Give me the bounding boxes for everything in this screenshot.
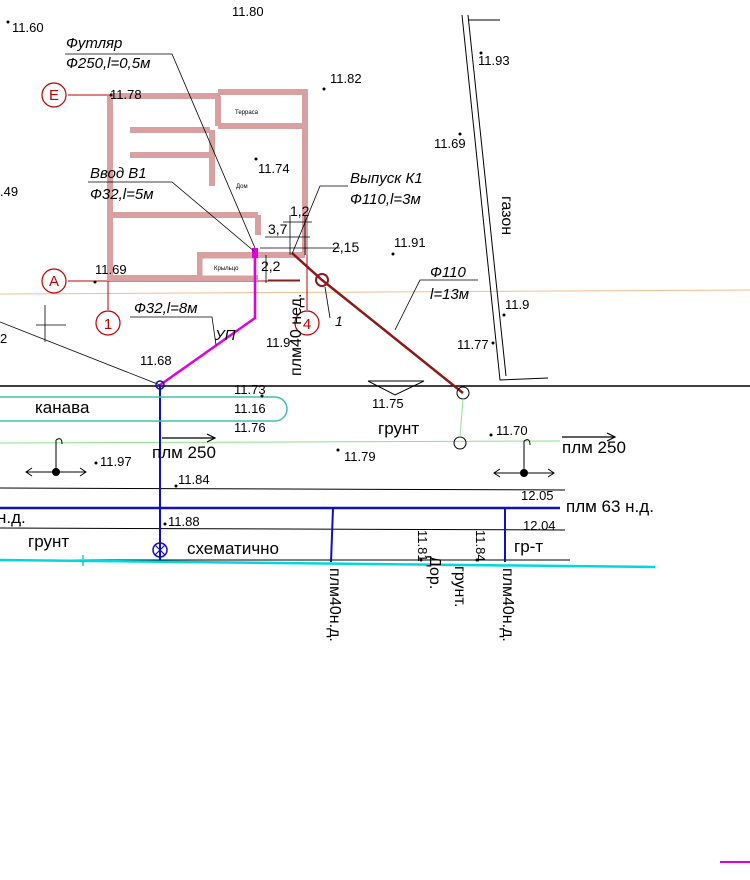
elev-1179: 11.79	[344, 449, 376, 464]
property-boundary-line	[0, 289, 750, 295]
futlyar-title: Футляр	[66, 35, 122, 52]
sewer-manhole-1	[315, 273, 329, 287]
vypusk-spec: Ф110,l=3м	[350, 191, 421, 208]
axis-marker-a	[41, 268, 67, 294]
elev-1175: 11.75	[372, 396, 404, 411]
ditch-outline	[0, 396, 288, 422]
gr-t-label: гр-т	[514, 537, 543, 556]
elev-1174: 11.74	[258, 161, 290, 176]
plm40-branch-1	[330, 507, 334, 563]
road-line-2	[0, 527, 566, 531]
elev-119-right: 11.9	[505, 297, 529, 312]
axis-label-a: А	[49, 273, 59, 290]
kanava-label: канава	[35, 398, 90, 417]
axis-marker-1	[95, 310, 121, 336]
elev-1169: 11.69	[95, 262, 127, 277]
elev-1178: 11.78	[110, 87, 142, 102]
leader-lines	[65, 53, 478, 346]
elev-1204: 12.04	[523, 518, 556, 533]
schematic-label: схематично	[187, 539, 279, 558]
futlyar-spec: Ф250,l=0,5м	[66, 55, 150, 72]
axis-marker-e	[41, 82, 67, 108]
plm63-label: плм 63 н.д.	[566, 497, 654, 516]
elev-1197: 11.97	[100, 454, 132, 469]
vvod-spec: Ф32,l=5м	[90, 186, 154, 203]
plm250-label-left: плм 250	[152, 443, 216, 462]
blue-node-top	[155, 380, 165, 390]
room-terrace: Терраса	[235, 110, 259, 116]
water-entry-marker	[252, 248, 258, 258]
room-house: Дом	[236, 184, 248, 190]
axis-label-4: 4	[303, 316, 311, 333]
plm40-ned-label: плм40 нед.	[288, 294, 305, 376]
elev-1177: 11.77	[457, 337, 489, 352]
elev-1191: 11.91	[394, 235, 426, 250]
grunt-label-2: грунт	[28, 532, 69, 551]
water-input-pipe	[159, 250, 257, 387]
survey-line	[0, 321, 161, 386]
elev-149: .49	[0, 184, 18, 199]
vypusk-title: Выпуск К1	[350, 170, 423, 187]
elev-1168: 11.68	[140, 353, 172, 368]
fence-line	[461, 14, 549, 381]
house-walls	[107, 89, 308, 281]
plm250-label-right: плм 250	[562, 438, 626, 457]
plm40nd-label-1: плм40н.д.	[326, 568, 343, 642]
cyan-pipe	[0, 558, 656, 569]
mark-1: 1	[335, 313, 343, 329]
pipe110-length: l=13м	[430, 286, 469, 303]
elev-2: 2	[0, 331, 7, 346]
pipe110-spec: Ф110	[430, 264, 466, 281]
vvod-title: Ввод В1	[90, 165, 147, 182]
elev-1193: 11.93	[478, 53, 510, 68]
elev-1184: 11.84	[178, 472, 210, 487]
axis-label-e: Е	[49, 87, 59, 104]
elev-1182: 11.82	[330, 71, 362, 86]
hydrant-dot-left	[52, 468, 60, 476]
elev-1181: 11.81	[415, 530, 430, 562]
sewer-manhole-3	[453, 436, 467, 450]
road-level-marker	[367, 380, 425, 396]
dim-1-2: 1,2	[290, 203, 310, 219]
elev-1173: 11.73	[234, 382, 266, 397]
elev-1169-right: 11.69	[434, 136, 466, 151]
dim-2-2: 2,2	[261, 258, 281, 274]
nd-label-left: н.д.	[0, 508, 26, 527]
room-porch: Крыльцо	[214, 266, 239, 272]
gazon-label: газон	[498, 196, 515, 235]
elev-1176: 11.76	[234, 420, 266, 435]
road-line-1	[0, 487, 566, 491]
elev-1116: 11.16	[234, 401, 266, 416]
axis-label-1: 1	[104, 316, 112, 333]
elev-119: 11.9	[266, 335, 290, 350]
elev-top-cut: 11.80	[232, 4, 264, 19]
dim-2-15: 2,15	[332, 239, 359, 255]
elev-1170: 11.70	[496, 423, 528, 438]
grunt-edge-line	[0, 440, 561, 444]
grunt-label-1: грунт	[378, 419, 419, 438]
hydrant-dot-right	[520, 469, 528, 477]
dor-label: Дор.	[426, 556, 443, 589]
plm40nd-label-2: плм40н.д.	[499, 568, 516, 642]
elev-1205: 12.05	[521, 488, 554, 503]
pipe32-spec: Ф32,l=8м	[134, 300, 198, 317]
elev-1188: 11.88	[168, 514, 200, 529]
dimension-lines	[260, 215, 340, 283]
grunt-vertical-label: грунт.	[451, 566, 468, 607]
elev-1160: 11.60	[12, 20, 44, 35]
elev-1184b: 11.84	[473, 530, 488, 562]
fence-line-inner	[467, 14, 507, 377]
axis-marker-4	[294, 310, 320, 336]
up-label: УП	[214, 327, 236, 344]
survey-points	[6, 20, 506, 562]
dim-3-7: 3,7	[268, 221, 288, 237]
